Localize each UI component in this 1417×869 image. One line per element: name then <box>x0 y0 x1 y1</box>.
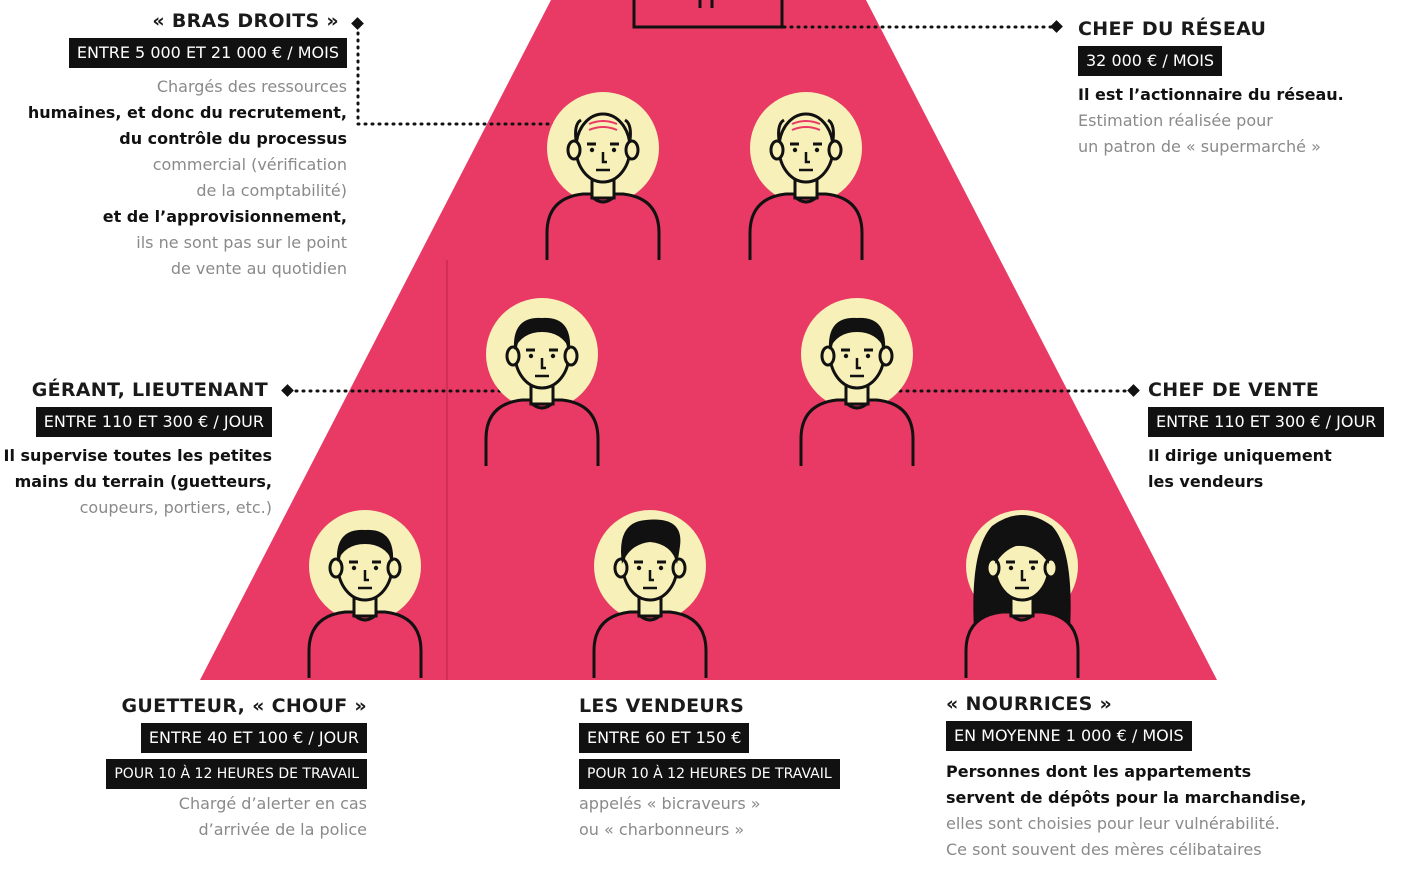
gerant-desc: Il supervise toutes les petites mains du… <box>3 446 273 517</box>
role-gerant: GÉRANT, LIEUTENANT ENTRE 110 ET 300 € / … <box>2 379 272 521</box>
gerant-title: GÉRANT, LIEUTENANT <box>31 379 268 401</box>
chef-reseau-figure <box>632 0 784 29</box>
nourrices-pay: EN MOYENNE 1 000 € / MOIS <box>946 721 1192 751</box>
bras-droits-desc-line-2: humaines, et donc du recrutement, <box>27 103 347 122</box>
nourrice-figure <box>964 510 1080 678</box>
chef-vente-title: CHEF DE VENTE <box>1148 379 1320 401</box>
bras-droit-figure-left <box>545 92 661 260</box>
chef-reseau-pay: 32 000 € / MOIS <box>1078 46 1223 76</box>
vendeurs-title: LES VENDEURS <box>579 695 745 717</box>
role-nourrices: « NOURRICES » EN MOYENNE 1 000 € / MOIS … <box>946 693 1346 863</box>
bras-droits-pay: ENTRE 5 000 ET 21 000 € / MOIS <box>68 38 347 68</box>
role-guetteur: GUETTEUR, « CHOUF » ENTRE 40 ET 100 € / … <box>47 695 367 843</box>
chef-vente-desc: Il dirige uniquement les vendeurs <box>1148 446 1332 491</box>
vendeur-figure <box>592 510 708 678</box>
guetteur-pay-hours: POUR 10 À 12 HEURES DE TRAVAIL <box>106 759 367 789</box>
vendeurs-pay: ENTRE 60 ET 150 € <box>579 723 750 753</box>
chef-reseau-title: CHEF DU RÉSEAU <box>1078 18 1267 40</box>
chef-vente-pay: ENTRE 110 ET 300 € / JOUR <box>1148 407 1385 437</box>
bras-droit-figure-right <box>748 92 864 260</box>
bras-droits-desc: Chargés des ressources humaines, et donc… <box>27 77 347 278</box>
vendeurs-pay-hours: POUR 10 À 12 HEURES DE TRAVAIL <box>579 759 840 789</box>
leader-bras-droits <box>356 24 574 126</box>
nourrices-desc: Personnes dont les appartements servent … <box>946 762 1307 859</box>
pyramid-shape <box>200 0 1217 680</box>
guetteur-pay: ENTRE 40 ET 100 € / JOUR <box>140 723 367 753</box>
chef-reseau-desc: Il est l’actionnaire du réseau. Estimati… <box>1078 85 1344 156</box>
role-chef-reseau: CHEF DU RÉSEAU 32 000 € / MOIS Il est l’… <box>1078 18 1408 160</box>
gerant-figure <box>484 298 600 466</box>
role-chef-vente: CHEF DE VENTE ENTRE 110 ET 300 € / JOUR … <box>1148 379 1413 495</box>
guetteur-title: GUETTEUR, « CHOUF » <box>121 695 367 717</box>
role-vendeurs: LES VENDEURS ENTRE 60 ET 150 € POUR 10 À… <box>579 695 879 843</box>
bras-droits-title: « BRAS DROITS » <box>152 10 339 32</box>
vendeurs-desc: appelés « bicraveurs » ou « charbonneurs… <box>579 794 761 839</box>
guetteur-figure <box>307 510 423 678</box>
leader-lines <box>294 24 1128 393</box>
chef-vente-figure <box>799 298 915 466</box>
guetteur-desc: Chargé d’alerter en cas d’arrivée de la … <box>178 794 367 839</box>
nourrices-title: « NOURRICES » <box>946 693 1113 715</box>
role-bras-droits: « BRAS DROITS » ENTRE 5 000 ET 21 000 € … <box>7 10 347 282</box>
gerant-pay: ENTRE 110 ET 300 € / JOUR <box>35 407 272 437</box>
